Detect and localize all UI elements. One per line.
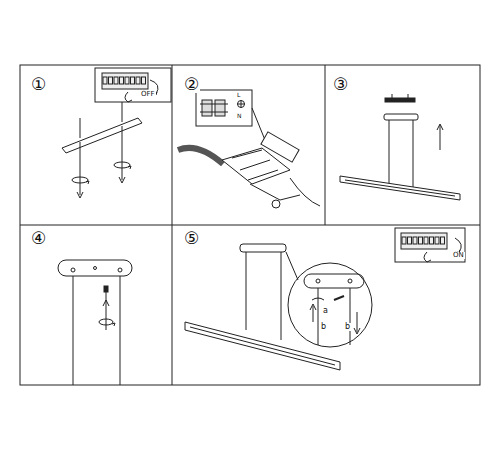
terminal-label: L: [236, 92, 241, 98]
terminal-tooth: [142, 77, 146, 84]
frame: [20, 65, 480, 385]
lamp-final: [185, 228, 465, 370]
frame-divider: [172, 65, 173, 385]
terminal-tooth: [402, 237, 406, 244]
switch-inset-off: [95, 68, 171, 102]
terminal-tooth: [131, 77, 135, 84]
terminal-tooth: [419, 237, 423, 244]
frame-divider: [20, 225, 480, 226]
terminal-tooth: [430, 237, 434, 244]
terminal-tooth: [120, 77, 124, 84]
canopy-cables: [58, 260, 132, 385]
step-number: ①: [30, 76, 47, 93]
terminal-tooth: [435, 237, 439, 244]
terminal-tooth: [103, 77, 107, 84]
frame-divider: [325, 65, 326, 225]
mounting-bracket: [62, 102, 142, 198]
terminal-tooth: [114, 77, 118, 84]
step-number: ③: [332, 76, 349, 93]
terminal-tooth: [413, 237, 417, 244]
terminal-block-wiring: [178, 90, 320, 208]
terminal-tooth: [125, 77, 129, 84]
terminal-tooth: [109, 77, 113, 84]
terminal-tooth: [408, 237, 412, 244]
lamp-hanging: [340, 94, 460, 200]
switch-state: OFF: [140, 91, 156, 98]
terminal-tooth: [441, 237, 445, 244]
terminal-tooth: [136, 77, 140, 84]
switch-state: ON: [452, 252, 465, 259]
step-number: ②: [183, 76, 200, 93]
callout-letter: b: [320, 323, 327, 331]
terminal-tooth: [424, 237, 428, 244]
terminal-label: N: [236, 113, 243, 119]
callout-letter: b: [344, 323, 351, 331]
step-number: ④: [30, 230, 47, 247]
step-number: ⑤: [183, 230, 200, 247]
callout-letter: a: [322, 307, 329, 315]
